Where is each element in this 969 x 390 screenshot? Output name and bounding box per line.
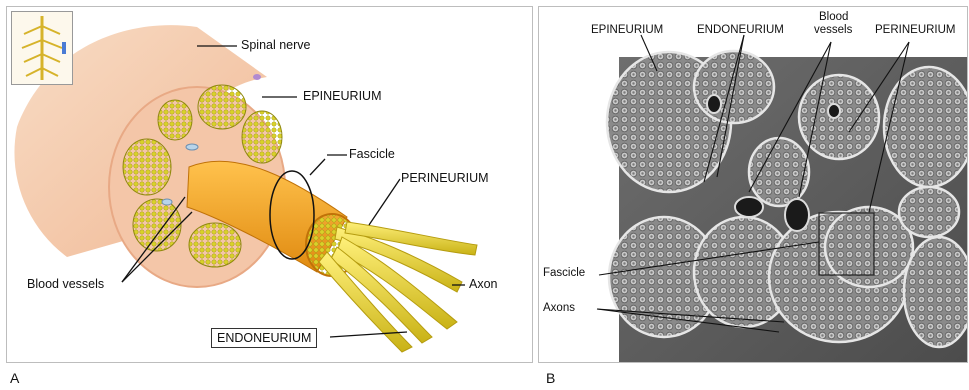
label-blood-vessels-a: Blood vessels	[27, 277, 104, 291]
label-spinal-nerve: Spinal nerve	[241, 38, 311, 52]
label-epineurium-a: EPINEURIUM	[303, 89, 381, 103]
label-blood-vessels-b-line2: vessels	[814, 24, 852, 36]
label-epineurium-b: EPINEURIUM	[591, 24, 663, 36]
label-blood-vessels-b-line1: Blood	[819, 11, 848, 23]
spinal-nerve-inset	[11, 11, 73, 85]
label-fascicle-a: Fascicle	[349, 147, 395, 161]
panel-letter-b: B	[546, 370, 555, 386]
micrograph-image	[539, 7, 967, 362]
label-endoneurium-a: ENDONEURIUM	[211, 328, 317, 348]
label-axon: Axon	[469, 277, 498, 291]
label-perineurium-a: PERINEURIUM	[401, 171, 489, 185]
label-perineurium-b: PERINEURIUM	[875, 24, 956, 36]
label-fascicle-b: Fascicle	[543, 267, 585, 279]
label-endoneurium-b: ENDONEURIUM	[697, 24, 784, 36]
label-axons-b: Axons	[543, 302, 575, 314]
panel-b-micrograph: EPINEURIUM ENDONEURIUM Blood vessels PER…	[538, 6, 968, 363]
panel-a-illustration: Spinal nerve EPINEURIUM Fascicle PERINEU…	[6, 6, 533, 363]
panel-letter-a: A	[10, 370, 19, 386]
